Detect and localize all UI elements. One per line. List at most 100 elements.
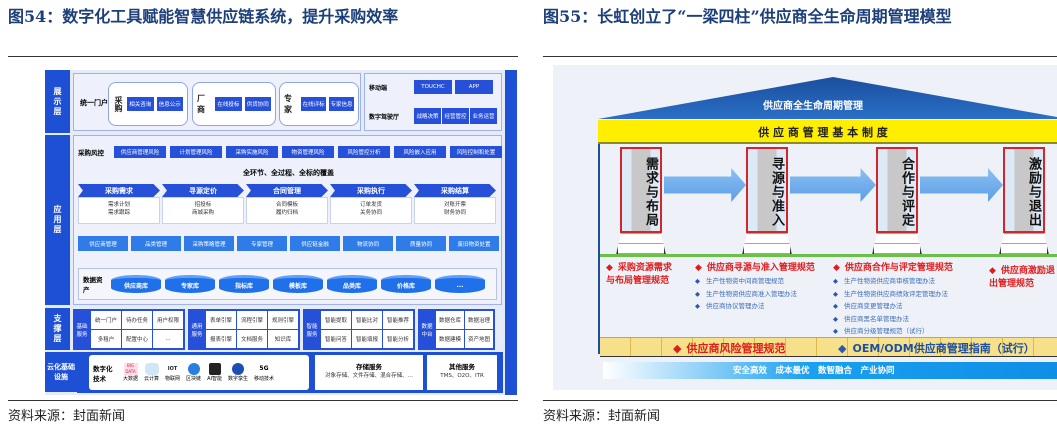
step-arrow[interactable]: 采购结算	[414, 184, 496, 197]
portal-item[interactable]: 在线评标	[301, 97, 327, 111]
hall-item[interactable]: 业务运营	[470, 108, 497, 124]
service-item[interactable]: 采购策略管理	[184, 236, 234, 251]
data-store[interactable]: 指标库	[219, 275, 269, 293]
frame	[598, 144, 600, 354]
data-store[interactable]: 供应商库	[111, 275, 161, 293]
support-item[interactable]: 数据治理	[465, 311, 493, 329]
risk-item[interactable]: 计划管理风险	[170, 146, 222, 158]
pillar-sourcing-access: 寻源与准入	[746, 147, 788, 233]
spec-block: ◆供应商合作与评定管理规范 ◆生产性物资供应商审核管理办法◆生产性物资供应商绩效…	[833, 260, 973, 338]
group-name: 数据中台	[421, 323, 433, 338]
data-store[interactable]: ...	[435, 275, 485, 293]
5g-icon: 5G	[259, 365, 269, 372]
risk-item[interactable]: 采购实施风险	[226, 146, 278, 158]
divider	[543, 400, 1057, 401]
sub-item: 招投标	[194, 202, 212, 208]
pillar-base	[872, 233, 922, 255]
support-item[interactable]: 智能问答	[321, 330, 351, 348]
portal-item[interactable]: 供货协同	[244, 97, 271, 111]
diamond-icon: ◆	[673, 342, 682, 355]
step-arrow[interactable]: 寻源定价	[162, 184, 244, 197]
support-item[interactable]: 智能推荐	[383, 311, 413, 329]
layer-cloud: 云化基础设施	[45, 352, 77, 392]
risk-item[interactable]: 风险控制和处置	[450, 146, 502, 158]
arrow-right-icon	[790, 168, 876, 202]
diamond-icon: ◆	[833, 263, 840, 273]
service-item[interactable]: 供应商管理	[78, 236, 128, 251]
group-name: 厂商	[197, 94, 205, 114]
sub-item: 关务协同	[359, 210, 382, 216]
risk-item[interactable]: 风险管控分析	[338, 146, 390, 158]
support-item[interactable]: 智能分析	[383, 330, 413, 348]
ai-chip-icon	[208, 363, 221, 375]
portal-label: 统一门户	[80, 99, 108, 107]
step-arrow[interactable]: 合同管理	[246, 184, 328, 197]
support-item[interactable]: 文档服务	[237, 330, 267, 348]
app-button[interactable]: APP	[455, 80, 493, 94]
service-item[interactable]: 供应链金融	[290, 236, 340, 251]
pillar-base	[742, 233, 792, 255]
cloud-icon	[144, 363, 159, 375]
service-item[interactable]: 专家管理	[237, 236, 287, 251]
service-item[interactable]: 质量协同	[396, 236, 446, 251]
risk-item[interactable]: 风险嵌入应用	[394, 146, 446, 158]
sub-item: 订单发货	[359, 202, 382, 208]
support-item[interactable]: 报表引擎	[206, 330, 236, 348]
tech-name: AI智能	[207, 376, 222, 382]
service-item[interactable]: 废旧物资处置	[449, 236, 499, 251]
hall-item[interactable]: 经营管控	[442, 108, 469, 124]
portal-item[interactable]: 信息公示	[156, 97, 183, 111]
diamond-icon: ◆	[833, 302, 838, 310]
digital-twin-icon	[231, 363, 244, 375]
hall-label: 数字驾驶厅	[369, 113, 400, 121]
support-item[interactable]: 表单引擎	[206, 311, 236, 329]
data-store[interactable]: 模板库	[273, 275, 323, 293]
support-item[interactable]: 知识库	[268, 330, 298, 348]
support-item[interactable]: 规则引擎	[268, 311, 298, 329]
support-item[interactable]: 多租户	[91, 330, 121, 348]
support-row: 基础服务统一门户待办任务用户权限多租户配置中心... 通用服务表单引擎流程引擎规…	[73, 309, 495, 350]
support-item[interactable]: 流程引擎	[237, 311, 267, 329]
data-store[interactable]: 专家库	[165, 275, 215, 293]
touch-button[interactable]: TOUCHC	[414, 80, 452, 94]
beam	[598, 120, 1057, 144]
diamond-icon: ◆	[606, 263, 613, 273]
spec-block: ◆供应商激励退出管理规范	[989, 263, 1057, 289]
diamond-icon: ◆	[833, 277, 838, 285]
hall-item[interactable]: 战略决策	[414, 108, 441, 124]
risk-item[interactable]: 供应商管理风险	[114, 146, 166, 158]
support-item[interactable]: 智能提取	[321, 311, 351, 329]
step-arrow[interactable]: 采购执行	[330, 184, 412, 197]
support-item[interactable]: 用户权限	[153, 311, 183, 329]
support-item[interactable]: 待办任务	[122, 311, 152, 329]
portal-group: 专家在线评标专家信息	[279, 82, 359, 126]
assets-row: 数据资产 供应商库 专家库 指标库 模板库 品类库 价格库 ...	[78, 268, 497, 300]
step-arrow[interactable]: 采购需求	[78, 184, 160, 197]
portal-item[interactable]: 专家信息	[329, 97, 354, 111]
support-item[interactable]: 数据仓库	[436, 311, 464, 329]
tech-label: 数字化技术	[93, 364, 113, 383]
service-item[interactable]: 物流协同	[343, 236, 393, 251]
support-item[interactable]: 配置中心	[122, 330, 152, 348]
data-store[interactable]: 品类库	[327, 275, 377, 293]
risk-item[interactable]: 物资管理风险	[282, 146, 334, 158]
process-step: 采购结算对账开票财务协同	[414, 184, 496, 224]
spec-title: 采购资源需求与布局管理规范	[606, 263, 672, 286]
support-item[interactable]: ...	[153, 330, 183, 348]
support-item[interactable]: 智能填报	[352, 330, 382, 348]
support-item[interactable]: 数据建模	[436, 330, 464, 348]
process-step: 采购执行订单发货关务协同	[330, 184, 412, 224]
pillar-cooperation-evaluation: 合作与评定	[876, 147, 918, 233]
support-item[interactable]: 资产地图	[465, 330, 493, 348]
service-item[interactable]: 品类管理	[131, 236, 181, 251]
tech-name: 区块链	[186, 376, 202, 382]
portal-item[interactable]: 在线投标	[215, 97, 242, 111]
support-item[interactable]: 统一门户	[91, 311, 121, 329]
support-item[interactable]: 智能比对	[352, 311, 382, 329]
portal-item[interactable]: 相关咨询	[127, 97, 154, 111]
group-name: 智能服务	[306, 323, 318, 338]
data-store[interactable]: 价格库	[381, 275, 431, 293]
support-group: 通用服务表单引擎流程引擎规则引擎报表引擎文档服务知识库	[188, 309, 300, 350]
